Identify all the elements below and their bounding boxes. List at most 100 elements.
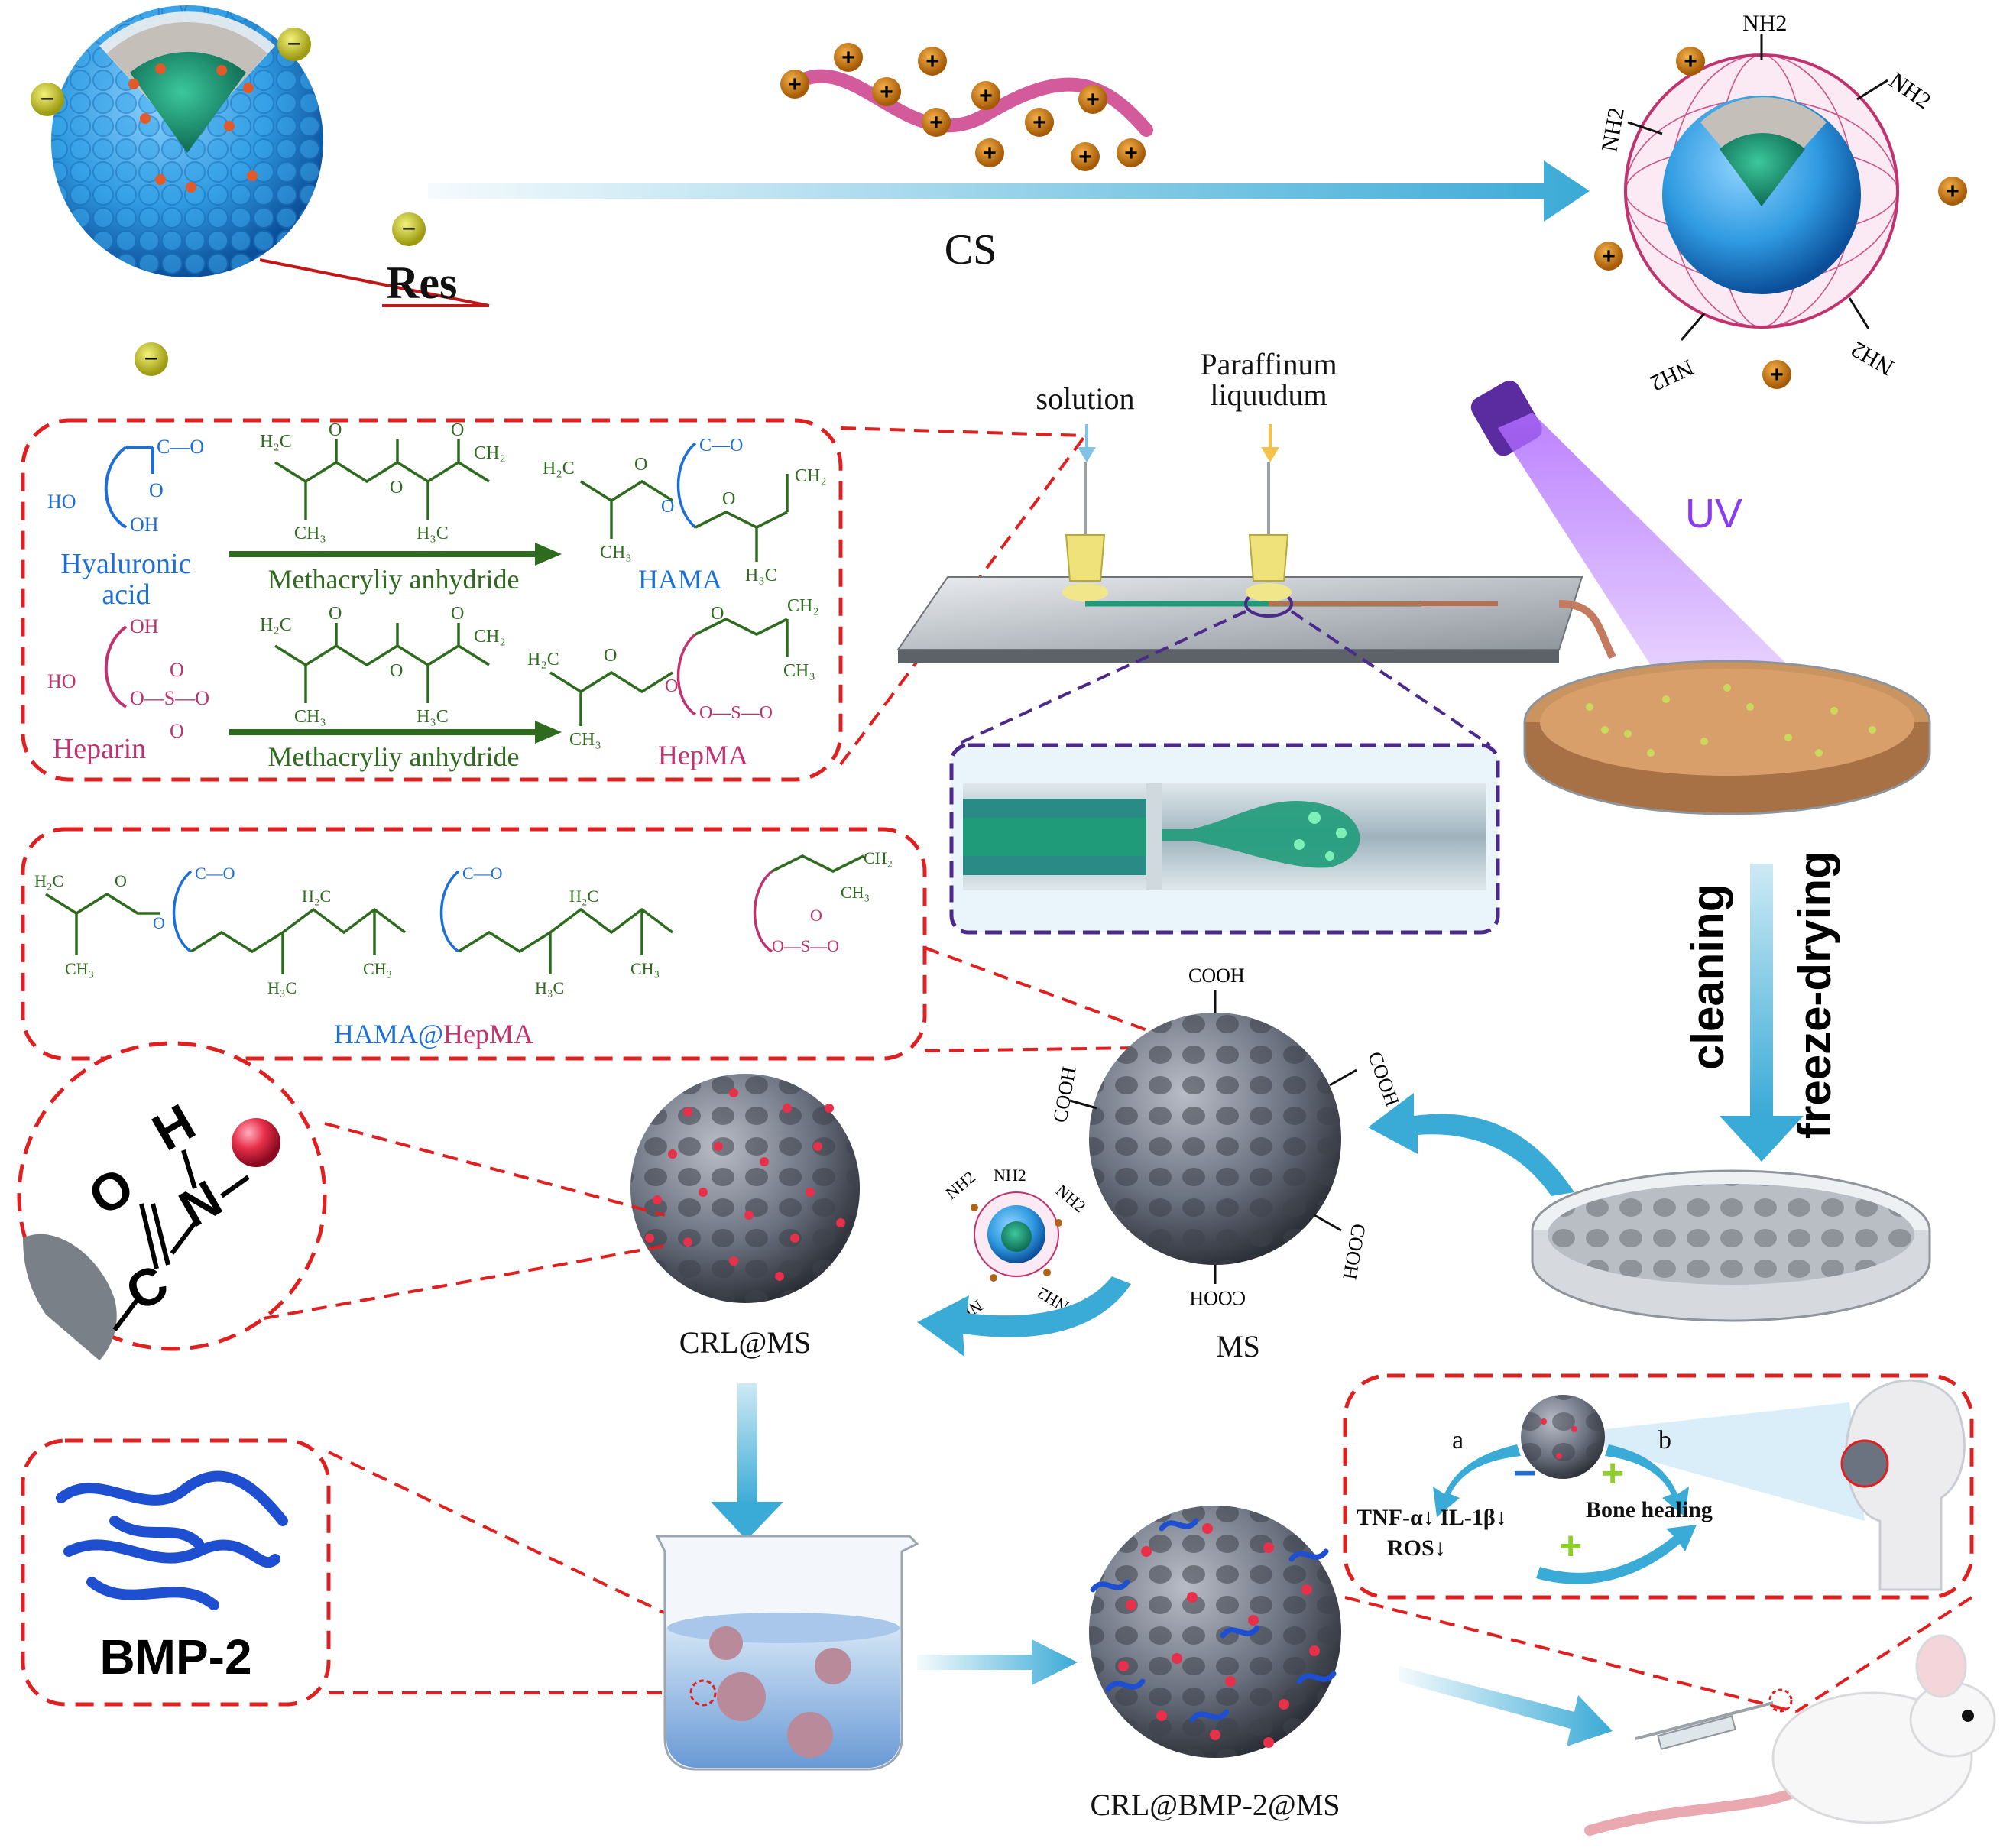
svg-text:HO: HO [47,491,76,513]
crl-ms-label: CRL@MS [679,1325,811,1360]
ros-label: ROS↓ [1387,1535,1446,1561]
amine-label: NH2 [1846,336,1898,381]
amine-label: NH2 [1052,1181,1090,1217]
negative-charges: − − − − [31,28,426,376]
arrow-a [1433,1444,1521,1517]
svg-text:O: O [661,497,674,517]
positive-charge: + [971,81,1000,110]
svg-text:O: O [665,676,678,696]
positive-charge: + [918,47,947,76]
solution-inlet-arrow [1078,424,1096,462]
amide-bond-zoom [17,1041,327,1360]
reaction-scheme-box [21,418,843,782]
bmp2-protein [56,1470,288,1610]
svg-text:O—S—O: O—S—O [130,687,209,709]
svg-text:+: + [925,49,939,74]
positive-charge: + [922,108,951,137]
svg-text:H₂C: H₂C [302,887,331,906]
hepma-structure [549,618,789,726]
positive-charge: + [1594,242,1623,271]
svg-text:O: O [722,489,735,509]
svg-text:+: + [1684,49,1697,74]
hama-structure [580,442,789,562]
crl-bmp2-ms-microsphere [1089,1506,1341,1758]
syringe-needle-solution [1062,462,1108,601]
beaker [655,1535,919,1771]
arrow-b [1605,1444,1689,1517]
svg-text:+: + [788,72,802,97]
cs-coating-arrow [428,160,1590,222]
svg-text:−: − [41,85,55,112]
amide-bonds [112,1149,250,1331]
svg-text:CH₃: CH₃ [600,543,632,563]
svg-text:O: O [170,659,184,681]
cleaning-label: cleaning [1682,884,1733,1070]
svg-text:+: + [929,110,943,135]
positive-charge: + [1025,108,1054,137]
svg-text:CH₃: CH₃ [630,959,660,978]
heparin-structure [104,625,128,708]
final-label: CRL@BMP-2@MS [1090,1788,1340,1822]
svg-text:O: O [153,913,165,932]
effects-box [1343,1373,1974,1600]
svg-text:H₂C: H₂C [543,459,575,478]
acid-label: acid [102,579,150,611]
svg-text:CH₂: CH₂ [795,466,827,486]
polymer-label-hama: HAMA@ [334,1019,443,1049]
negative-charge: − [277,28,311,61]
amine-label: NH2 [1596,105,1629,154]
svg-text:+: + [841,45,855,70]
hyaluronic-acid-structure [104,446,154,529]
svg-text:−: − [287,30,302,57]
svg-text:CH₃: CH₃ [294,524,326,543]
svg-text:+: + [1124,141,1138,166]
beaker-to-final-arrow [917,1639,1078,1685]
svg-text:C—O: C—O [195,864,235,883]
svg-text:H₂C: H₂C [34,871,63,890]
amine-label: NH2 [942,1167,979,1203]
svg-text:H₃C: H₃C [417,524,449,543]
hama-label: HAMA [638,564,722,595]
paraffin-label-line1: Paraffinum [1200,347,1337,381]
svg-text:O: O [329,604,342,624]
cs-charges: + + + + + + + + + + + [780,43,1146,171]
cooh-label: COOH [1363,1049,1404,1109]
svg-text:+: + [880,79,893,105]
svg-text:H₃C: H₃C [267,978,297,997]
methacrylic-anhydride-bottom [274,623,490,703]
process-arrowhead [1720,1116,1804,1162]
svg-text:CH₂: CH₂ [474,627,506,647]
svg-text:H₃C: H₃C [535,978,564,997]
svg-text:CH₃: CH₃ [569,730,601,750]
amine-label: NH2 [1742,11,1787,36]
reagent-label-bottom: Methacryliy anhydride [268,741,520,772]
ms-label: MS [1216,1329,1260,1363]
arrow-synergy [1536,1525,1697,1584]
crl-to-beaker-arrow-shaft [737,1383,757,1506]
liposome [51,5,323,277]
svg-text:OH: OH [130,514,159,536]
svg-text:C—O: C—O [699,436,743,456]
positive-charge: + [1071,142,1100,171]
svg-text:H₃C: H₃C [417,707,449,727]
final-protein-fragments [1090,1518,1337,1723]
svg-text:O: O [115,871,127,890]
droplet-generation-zoom [949,743,1500,935]
ms-microsphere [1089,1013,1341,1265]
methacrylic-anhydride-top [274,439,490,520]
positive-charge: + [1078,85,1107,114]
svg-text:H₂C: H₂C [569,887,598,906]
polymer-structure-box [21,827,927,1061]
freeze-drying-label: freeze-drying [1789,851,1840,1139]
positive-charge: + [834,43,863,72]
paraffin-label-line2: liquudum [1210,378,1327,412]
svg-text:HO: HO [47,670,76,692]
positive-charge: + [975,138,1004,167]
svg-text:CH₂: CH₂ [474,443,506,463]
cs-label: CS [945,226,997,274]
